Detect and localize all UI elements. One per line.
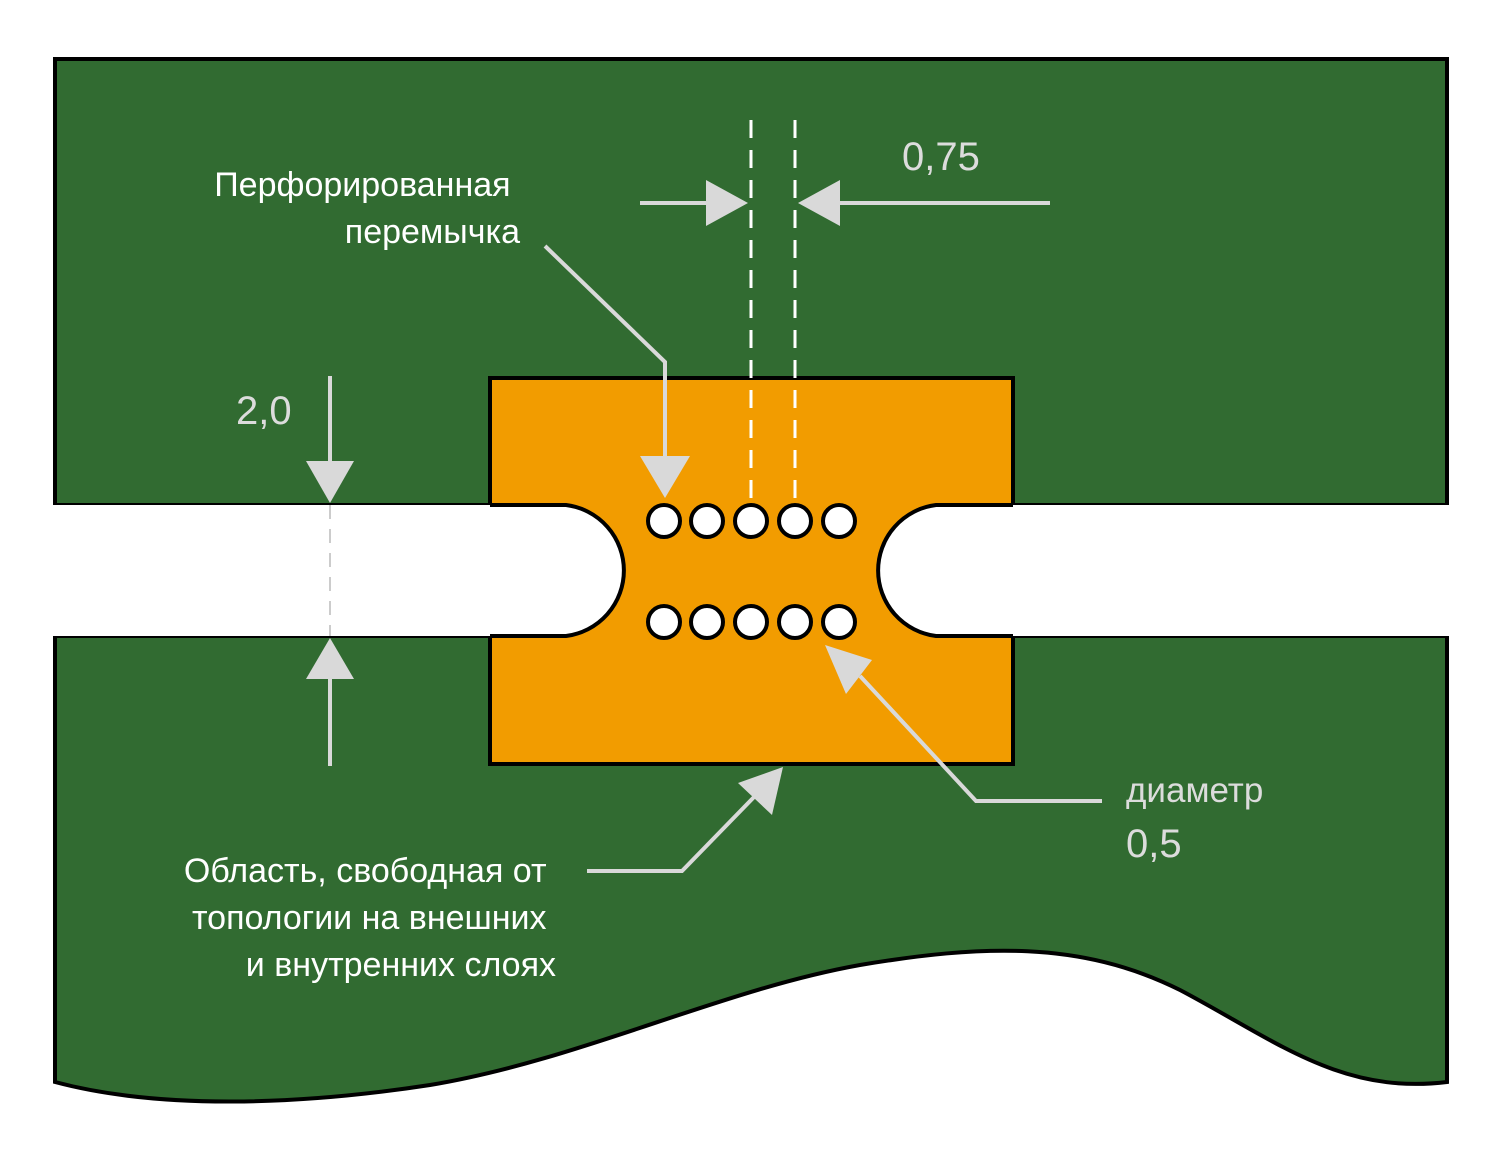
- slot-edge-right: [876, 503, 1013, 638]
- bridge-callout-arrowhead: [640, 456, 690, 498]
- diameter-caption: диаметр: [1126, 771, 1263, 810]
- pitch-arrow-left-head: [706, 180, 748, 226]
- hole: [646, 604, 682, 640]
- hole: [777, 604, 813, 640]
- hole: [733, 503, 769, 539]
- board-lower: [53, 634, 1449, 1104]
- hole: [689, 503, 725, 539]
- keepout-callout-arrowhead: [738, 767, 783, 815]
- perforated-bridge-label: Перфорированная перемычка: [214, 166, 520, 251]
- perforated-bridge-line-2: перемычка: [345, 213, 520, 251]
- hole: [689, 604, 725, 640]
- slot-width-arrow-bottom-head: [306, 638, 354, 679]
- hole-pitch-label: 0,75: [902, 135, 980, 179]
- keepout-callout-leader: [587, 794, 757, 873]
- diameter-callout-arrowhead: [825, 645, 872, 694]
- keepout-area-line-3: и внутренних слоях: [246, 946, 556, 984]
- routed-slot: [40, 505, 1460, 636]
- perforated-bridge-line-1: Перфорированная: [214, 166, 510, 204]
- diameter-callout-leader: [858, 674, 1102, 803]
- diameter-value: 0,5: [1126, 822, 1182, 866]
- slot-width-arrow-top-head: [306, 461, 354, 503]
- hole: [777, 503, 813, 539]
- bridge-callout-leader: [543, 244, 667, 460]
- slot-width-label: 2,0: [236, 389, 292, 433]
- hole: [733, 604, 769, 640]
- pitch-arrow-right-head: [798, 180, 840, 226]
- perforation-holes: [646, 503, 857, 640]
- keepout-area-line-2: топологии на внешних: [192, 899, 547, 937]
- hole: [821, 503, 857, 539]
- slot-edge-left: [490, 503, 626, 638]
- keepout-area-line-1: Область, свободная от: [184, 852, 547, 890]
- keepout-area-label: Область, свободная от топологии на внешн…: [184, 852, 556, 984]
- hole: [821, 604, 857, 640]
- hole: [646, 503, 682, 539]
